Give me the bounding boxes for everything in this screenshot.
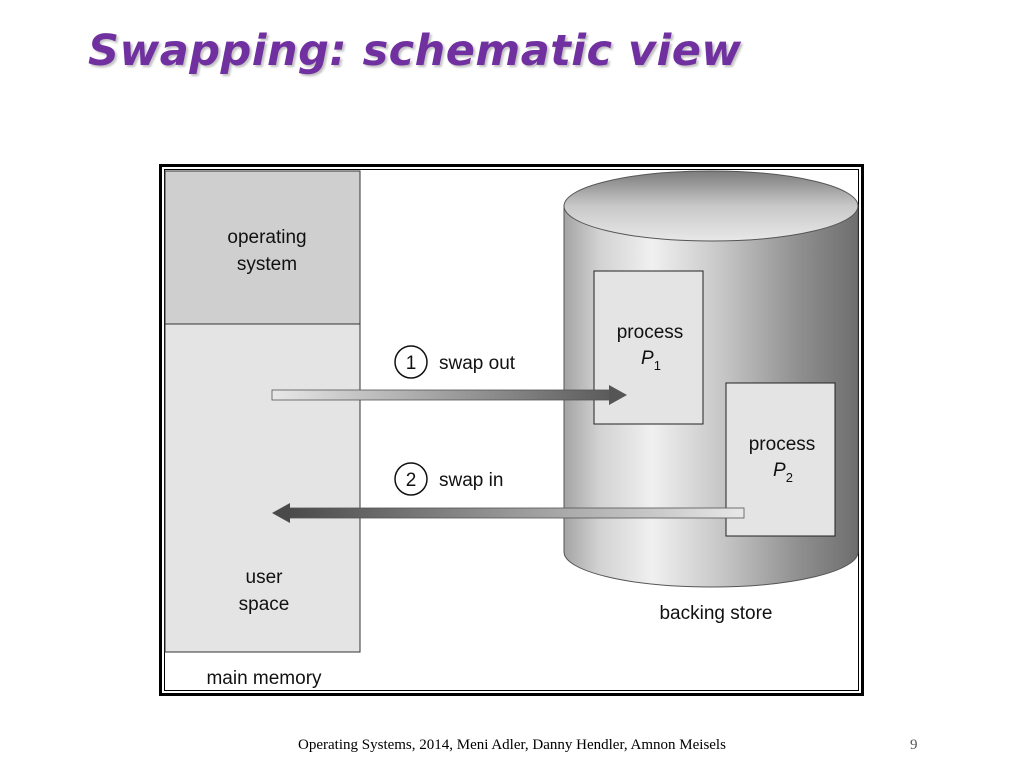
process-p2-subscript: 2 (786, 470, 793, 485)
process-p2-name: P2 (773, 460, 793, 485)
process-p1-label: process (617, 322, 684, 343)
page-number: 9 (910, 737, 918, 753)
swap-out-label: swap out (439, 353, 516, 374)
swap-in-step-circle (394, 462, 428, 496)
swap-in-label: swap in (439, 470, 503, 491)
swap-out-step-circle (394, 345, 428, 379)
backing-store-caption: backing store (659, 603, 772, 624)
slide-title: Swapping: schematic view (88, 26, 742, 76)
os-label-line2: system (237, 254, 297, 275)
process-p2-label: process (749, 434, 816, 455)
user-space-region (164, 323, 361, 653)
main-memory-caption: main memory (206, 668, 322, 689)
os-label-line1: operating (227, 227, 306, 248)
user-space-label-line1: user (246, 567, 284, 588)
swap-out-arrow (271, 385, 627, 405)
process-p1-name: P1 (641, 348, 661, 373)
swap-in-step-number: 2 (406, 470, 417, 491)
process-p1-subscript: 1 (654, 358, 661, 373)
swapping-diagram: operating system user space main memory … (159, 164, 864, 696)
slide-footer: Operating Systems, 2014, Meni Adler, Dan… (298, 737, 726, 753)
swap-in-arrow (272, 503, 745, 523)
os-region (164, 170, 361, 325)
user-space-label-line2: space (239, 594, 290, 615)
swap-out-step-number: 1 (406, 353, 417, 374)
